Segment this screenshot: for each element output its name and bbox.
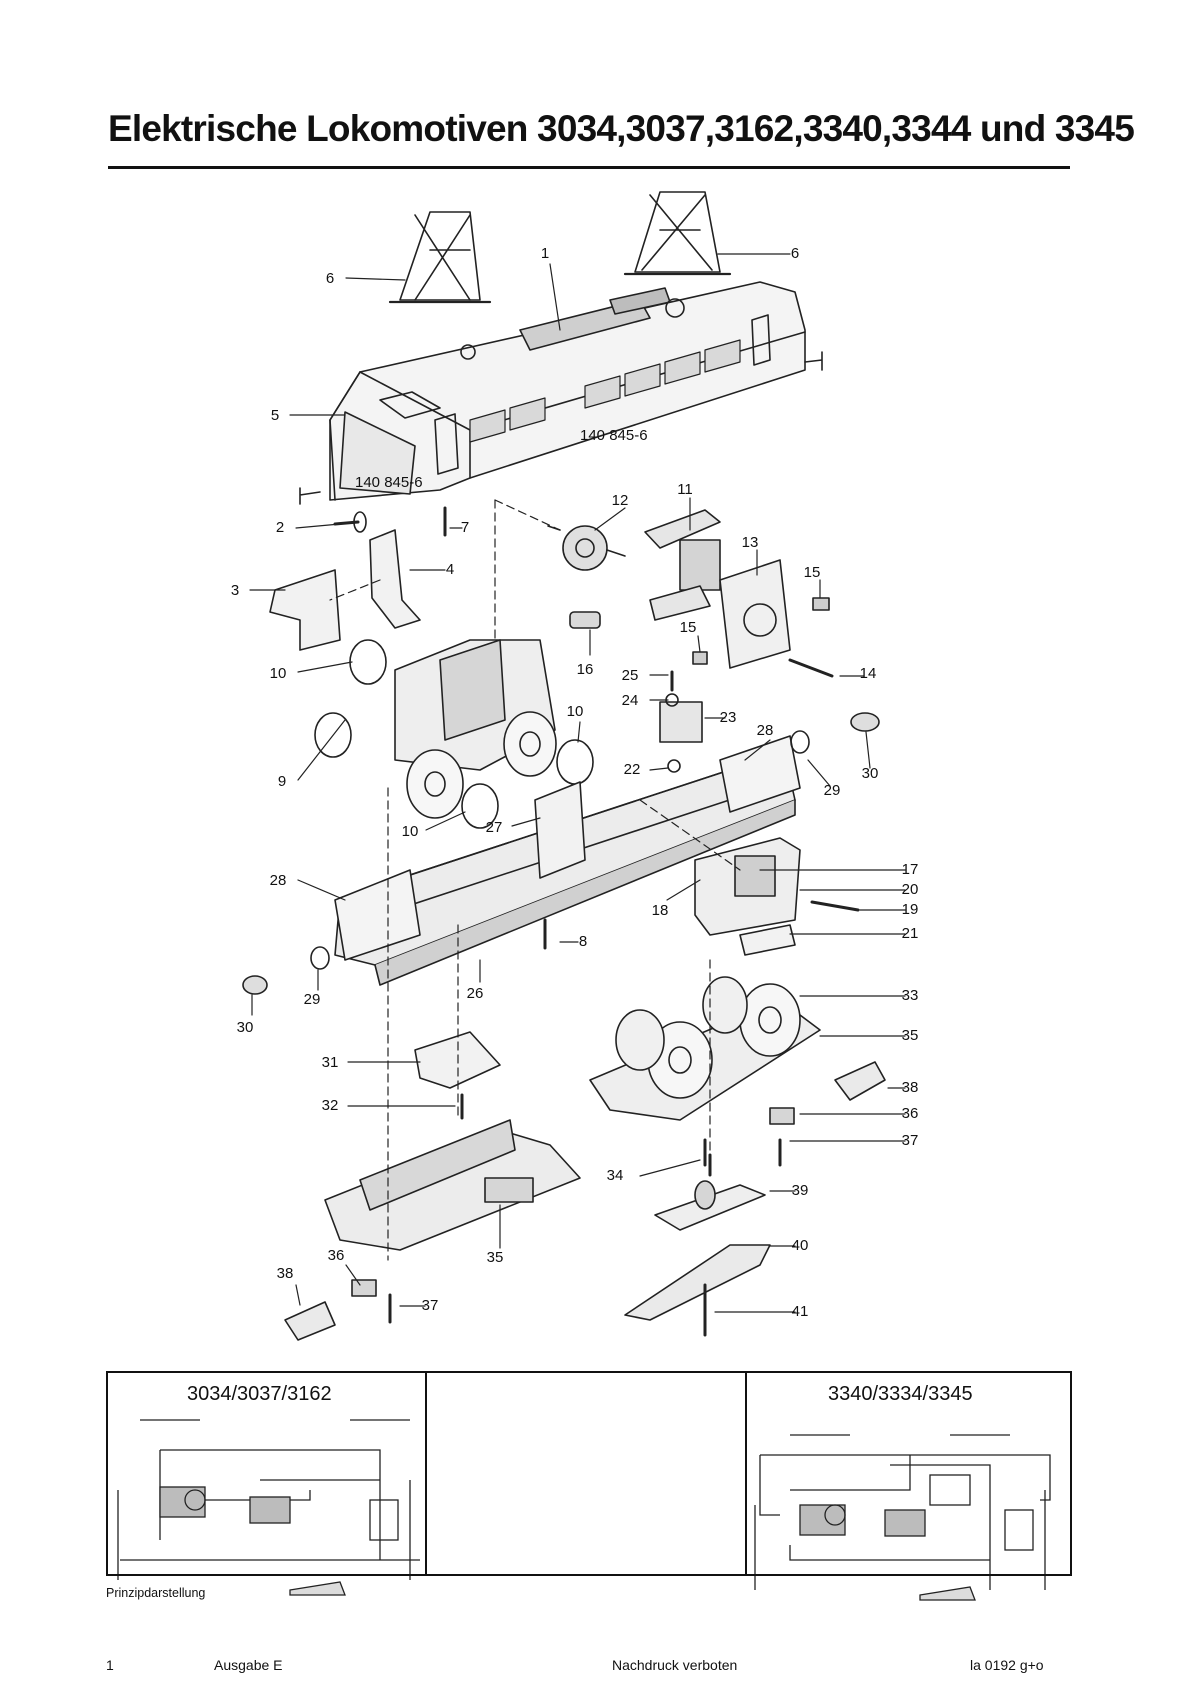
leader-line-34 bbox=[639, 1159, 701, 1177]
leader-line-28b bbox=[297, 879, 346, 901]
leader-line-10a bbox=[297, 661, 353, 673]
locomotive-body: 140 845-6 140 845-6 bbox=[299, 191, 823, 505]
part-callout-35b: 35 bbox=[487, 1249, 504, 1266]
leader-line-36a bbox=[345, 1264, 361, 1286]
part-callout-3: 3 bbox=[231, 582, 239, 599]
part-callout-13: 13 bbox=[742, 534, 759, 551]
part-callout-11: 11 bbox=[677, 481, 693, 498]
part-callout-36b: 36 bbox=[902, 1105, 919, 1122]
part-callout-29a: 29 bbox=[304, 991, 321, 1008]
part-callout-30a: 30 bbox=[237, 1019, 254, 1036]
part-callout-12: 12 bbox=[612, 492, 629, 509]
part-callout-29b: 29 bbox=[824, 782, 841, 799]
leader-line-28a bbox=[744, 739, 771, 761]
part-callout-31: 31 bbox=[322, 1054, 339, 1071]
leader-line-10b bbox=[577, 721, 581, 743]
part-callout-15b: 15 bbox=[680, 619, 697, 636]
part-callout-9: 9 bbox=[278, 773, 286, 790]
leader-line-18 bbox=[666, 879, 701, 901]
wiring-left bbox=[117, 1419, 420, 1596]
part-callout-30b: 30 bbox=[862, 765, 879, 782]
front-bogie bbox=[269, 506, 594, 829]
front-bogie-frame bbox=[284, 1031, 581, 1341]
part-callout-4: 4 bbox=[446, 561, 454, 578]
part-callout-20: 20 bbox=[902, 881, 919, 898]
part-callout-17: 17 bbox=[902, 861, 919, 878]
part-callout-37a: 37 bbox=[422, 1297, 439, 1314]
leader-line-1 bbox=[549, 263, 561, 331]
part-callout-25: 25 bbox=[622, 667, 639, 684]
panel-divider-right bbox=[745, 1371, 747, 1576]
part-callout-28b: 28 bbox=[270, 872, 287, 889]
part-callout-24: 24 bbox=[622, 692, 639, 709]
leader-line-6a bbox=[345, 277, 406, 281]
part-callout-8: 8 bbox=[579, 933, 587, 950]
part-callout-38a: 38 bbox=[277, 1265, 294, 1282]
pivot-parts bbox=[624, 1153, 771, 1337]
part-callout-32: 32 bbox=[322, 1097, 339, 1114]
edition-label: Ausgabe E bbox=[214, 1657, 283, 1673]
part-callout-6a: 6 bbox=[326, 270, 334, 287]
leader-line-9 bbox=[297, 719, 346, 781]
wiring-diagrams-frame bbox=[106, 1371, 1072, 1576]
part-callout-22: 22 bbox=[624, 761, 641, 778]
part-callout-28a: 28 bbox=[757, 722, 774, 739]
leader-line-22 bbox=[649, 767, 669, 771]
part-callout-2: 2 bbox=[276, 519, 284, 536]
part-callout-14: 14 bbox=[860, 665, 877, 682]
rear-bogie bbox=[589, 976, 886, 1167]
part-callout-27: 27 bbox=[486, 819, 503, 836]
svg-text:140 845-6: 140 845-6 bbox=[355, 474, 423, 491]
wiring-right-label: 3340/3334/3345 bbox=[828, 1383, 973, 1405]
leader-line-29b bbox=[807, 759, 831, 787]
part-callout-6b: 6 bbox=[791, 245, 799, 262]
part-callout-16: 16 bbox=[577, 661, 594, 678]
page-title: Elektrische Lokomotiven 3034,3037,3162,3… bbox=[108, 108, 1135, 149]
part-callout-37b: 37 bbox=[902, 1132, 919, 1149]
leader-line-2 bbox=[295, 523, 341, 529]
part-callout-40: 40 bbox=[792, 1237, 809, 1254]
panel-divider-left bbox=[425, 1371, 427, 1576]
svg-text:140 845-6: 140 845-6 bbox=[580, 427, 648, 444]
wiring-left-label: 3034/3037/3162 bbox=[187, 1383, 332, 1405]
part-callout-10c: 10 bbox=[402, 823, 419, 840]
part-callout-21: 21 bbox=[902, 925, 919, 942]
leader-line-12 bbox=[594, 507, 626, 531]
part-callout-23: 23 bbox=[720, 709, 737, 726]
wiring-right bbox=[754, 1434, 1051, 1601]
assembly-lines bbox=[329, 499, 741, 1261]
part-callout-36a: 36 bbox=[328, 1247, 345, 1264]
part-callout-7: 7 bbox=[461, 519, 469, 536]
part-callout-34: 34 bbox=[607, 1167, 624, 1184]
part-callout-18: 18 bbox=[652, 902, 669, 919]
reprint-notice: Nachdruck verboten bbox=[612, 1657, 738, 1673]
part-callout-5: 5 bbox=[271, 407, 279, 424]
title-underline bbox=[108, 166, 1070, 169]
main-chassis bbox=[242, 712, 880, 995]
part-callout-10b: 10 bbox=[567, 703, 584, 720]
part-callout-38b: 38 bbox=[902, 1079, 919, 1096]
part-callout-10a: 10 bbox=[270, 665, 287, 682]
wiring-caption: Prinzipdarstellung bbox=[106, 1586, 206, 1600]
leader-line-10c bbox=[425, 811, 466, 831]
leader-line-30b bbox=[865, 731, 871, 769]
part-callout-1: 1 bbox=[541, 245, 549, 262]
part-callout-41: 41 bbox=[792, 1303, 809, 1320]
leader-line-15b bbox=[697, 635, 701, 653]
part-callout-33: 33 bbox=[902, 987, 919, 1004]
part-callout-35a: 35 bbox=[902, 1027, 919, 1044]
rear-motor-block bbox=[694, 837, 860, 956]
part-callout-19: 19 bbox=[902, 901, 919, 918]
document-code: la 0192 g+o bbox=[970, 1657, 1044, 1673]
part-callout-26: 26 bbox=[467, 985, 484, 1002]
leader-line-38a bbox=[295, 1284, 301, 1306]
leader-line-27 bbox=[511, 817, 541, 827]
page-number: 1 bbox=[106, 1657, 114, 1673]
part-callout-39: 39 bbox=[792, 1182, 809, 1199]
part-callout-15a: 15 bbox=[804, 564, 821, 581]
